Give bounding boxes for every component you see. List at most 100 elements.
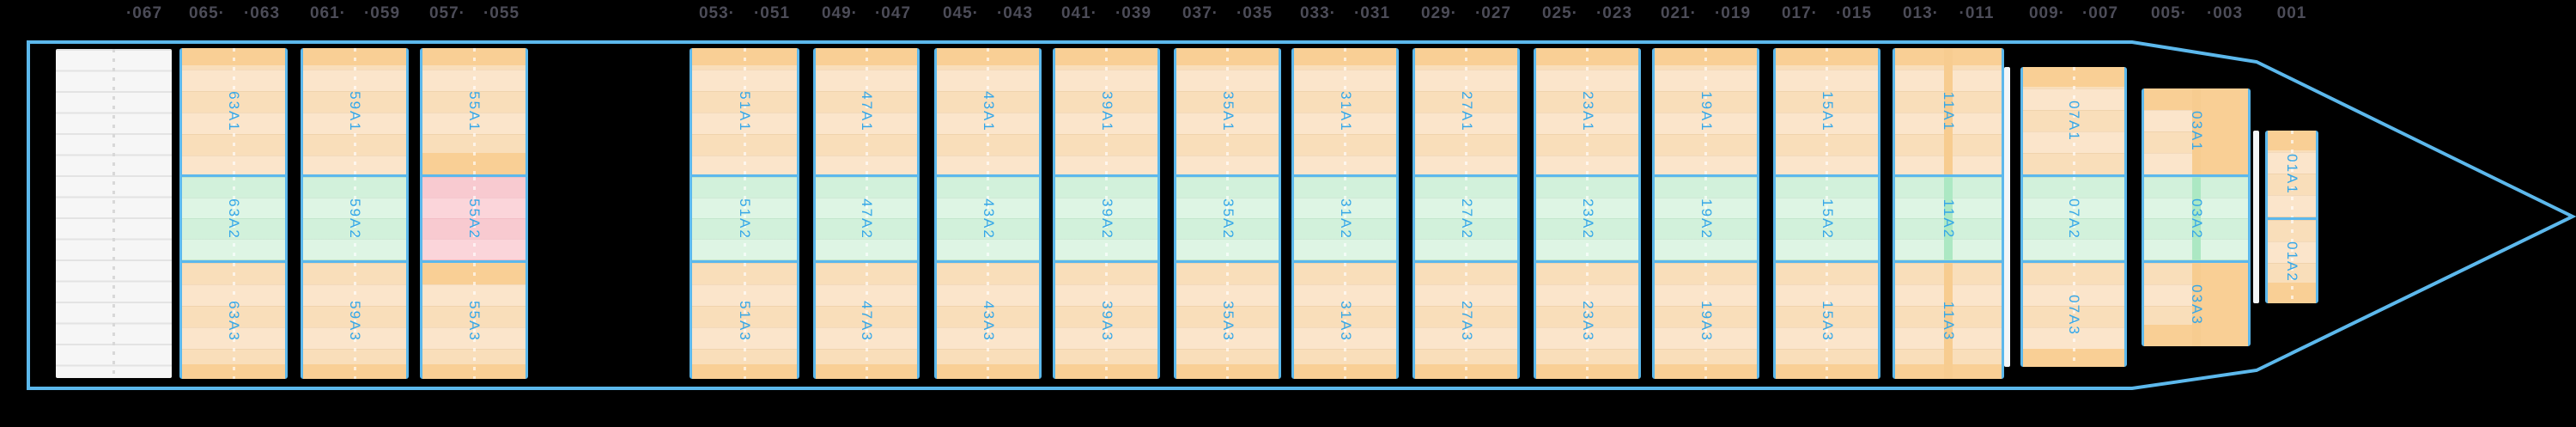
slot-27A1[interactable]: 27A1	[1415, 48, 1517, 174]
slot-59A3[interactable]: 59A3	[303, 260, 406, 379]
slot-19A3[interactable]: 19A3	[1655, 260, 1757, 379]
slot-label: 19A3	[1698, 300, 1715, 342]
slot-label: 35A2	[1219, 198, 1236, 240]
slot-11A1[interactable]: 11A1	[1895, 48, 2002, 174]
slot-label: 23A3	[1579, 300, 1596, 342]
slot-47A3[interactable]: 47A3	[816, 260, 917, 379]
centerline-dashed	[2072, 177, 2075, 260]
slot-label: 15A2	[1819, 198, 1836, 240]
bay-number-label: 053·	[698, 4, 736, 22]
slot-23A2[interactable]: 23A2	[1536, 174, 1638, 260]
slot-label: 15A3	[1819, 300, 1836, 342]
centerline-dashed	[1105, 48, 1108, 174]
slot-55A2[interactable]: 55A2	[422, 174, 526, 260]
slot-43A3[interactable]: 43A3	[937, 260, 1039, 379]
hatch-strip	[2253, 131, 2259, 303]
centerline-dashed	[1704, 177, 1707, 260]
slot-label: 03A2	[2188, 198, 2205, 240]
bay-number-label: 065·	[188, 4, 226, 22]
slot-label: 27A3	[1458, 300, 1475, 342]
slot-15A1[interactable]: 15A1	[1776, 48, 1878, 174]
slot-47A2[interactable]: 47A2	[816, 174, 917, 260]
slot-label: 35A1	[1219, 90, 1236, 132]
slot-31A2[interactable]: 31A2	[1294, 174, 1396, 260]
bay-number-label: ·043	[996, 4, 1034, 22]
slot-01A1[interactable]: 01A1	[2268, 131, 2316, 217]
slot-31A1[interactable]: 31A1	[1294, 48, 1396, 174]
centerline-dashed	[1586, 177, 1589, 260]
slot-51A2[interactable]: 51A2	[692, 174, 797, 260]
centerline-dashed	[2072, 263, 2075, 367]
slot-39A1[interactable]: 39A1	[1055, 48, 1157, 174]
slot-35A1[interactable]: 35A1	[1176, 48, 1279, 174]
slot-01A2[interactable]: 01A2	[2268, 217, 2316, 303]
slot-51A3[interactable]: 51A3	[692, 260, 797, 379]
bay-03: 03A1 03A2 03A3	[2142, 88, 2251, 346]
slot-31A3[interactable]: 31A3	[1294, 260, 1396, 379]
slot-03A3[interactable]: 03A3	[2144, 260, 2248, 346]
bay-number-label: 025·	[1541, 4, 1579, 22]
slot-label: 01A1	[2284, 153, 2300, 195]
slot-07A3[interactable]: 07A3	[2023, 260, 2124, 367]
slot-19A1[interactable]: 19A1	[1655, 48, 1757, 174]
slot-43A1[interactable]: 43A1	[937, 48, 1039, 174]
slot-35A3[interactable]: 35A3	[1176, 260, 1279, 379]
slot-label: 11A1	[1941, 91, 1957, 131]
slot-35A2[interactable]: 35A2	[1176, 174, 1279, 260]
row-highlight-stripe	[2191, 263, 2201, 346]
slot-63A1[interactable]: 63A1	[182, 48, 285, 174]
slot-59A1[interactable]: 59A1	[303, 48, 406, 174]
slot-19A2[interactable]: 19A2	[1655, 174, 1757, 260]
bay-number-label: 021·	[1660, 4, 1698, 22]
slot-23A3[interactable]: 23A3	[1536, 260, 1638, 379]
bay-number-label: ·055	[483, 4, 520, 22]
bay-number-label: 037·	[1182, 4, 1219, 22]
slot-59A2[interactable]: 59A2	[303, 174, 406, 260]
slot-label: 59A3	[347, 300, 363, 342]
slot-label: 31A2	[1337, 198, 1354, 240]
slot-07A1[interactable]: 07A1	[2023, 67, 2124, 174]
slot-label: 39A2	[1098, 198, 1115, 240]
slot-15A2[interactable]: 15A2	[1776, 174, 1878, 260]
bay-01: 01A1 01A2	[2265, 131, 2318, 303]
slot-39A3[interactable]: 39A3	[1055, 260, 1157, 379]
slot-label: 43A1	[980, 90, 997, 132]
slot-43A2[interactable]: 43A2	[937, 174, 1039, 260]
slot-03A1[interactable]: 03A1	[2144, 88, 2248, 174]
slot-label: 51A3	[737, 300, 753, 342]
slot-23A1[interactable]: 23A1	[1536, 48, 1638, 174]
slot-label: 63A2	[226, 198, 242, 240]
centerline-dashed	[232, 177, 235, 260]
slot-11A2[interactable]: 11A2	[1895, 174, 2002, 260]
slot-label: 63A1	[226, 90, 242, 132]
centerline-dashed	[743, 48, 746, 174]
slot-11A3[interactable]: 11A3	[1895, 260, 2002, 379]
slot-47A1[interactable]: 47A1	[816, 48, 917, 174]
slot-label: 31A1	[1337, 90, 1354, 132]
slot-63A2[interactable]: 63A2	[182, 174, 285, 260]
slot-15A3[interactable]: 15A3	[1776, 260, 1878, 379]
slot-label: 55A3	[466, 300, 483, 342]
slot-label: 11A3	[1941, 301, 1957, 341]
centerline-dashed	[1586, 263, 1589, 379]
centerline-dashed	[987, 177, 989, 260]
slot-07A2[interactable]: 07A2	[2023, 174, 2124, 260]
slot-55A1[interactable]: 55A1	[422, 48, 526, 174]
bay-number-label: ·051	[753, 4, 791, 22]
slot-63A3[interactable]: 63A3	[182, 260, 285, 379]
centerline-dashed	[353, 177, 356, 260]
slot-39A2[interactable]: 39A2	[1055, 174, 1157, 260]
slot-27A2[interactable]: 27A2	[1415, 174, 1517, 260]
slot-27A3[interactable]: 27A3	[1415, 260, 1517, 379]
slot-03A2[interactable]: 03A2	[2144, 174, 2248, 260]
bay-number-label: 009·	[2028, 4, 2066, 22]
slot-55A3[interactable]: 55A3	[422, 260, 526, 379]
slot-label: 31A3	[1337, 300, 1354, 342]
bay-number-label: ·011	[1959, 4, 1995, 22]
slot-51A1[interactable]: 51A1	[692, 48, 797, 174]
